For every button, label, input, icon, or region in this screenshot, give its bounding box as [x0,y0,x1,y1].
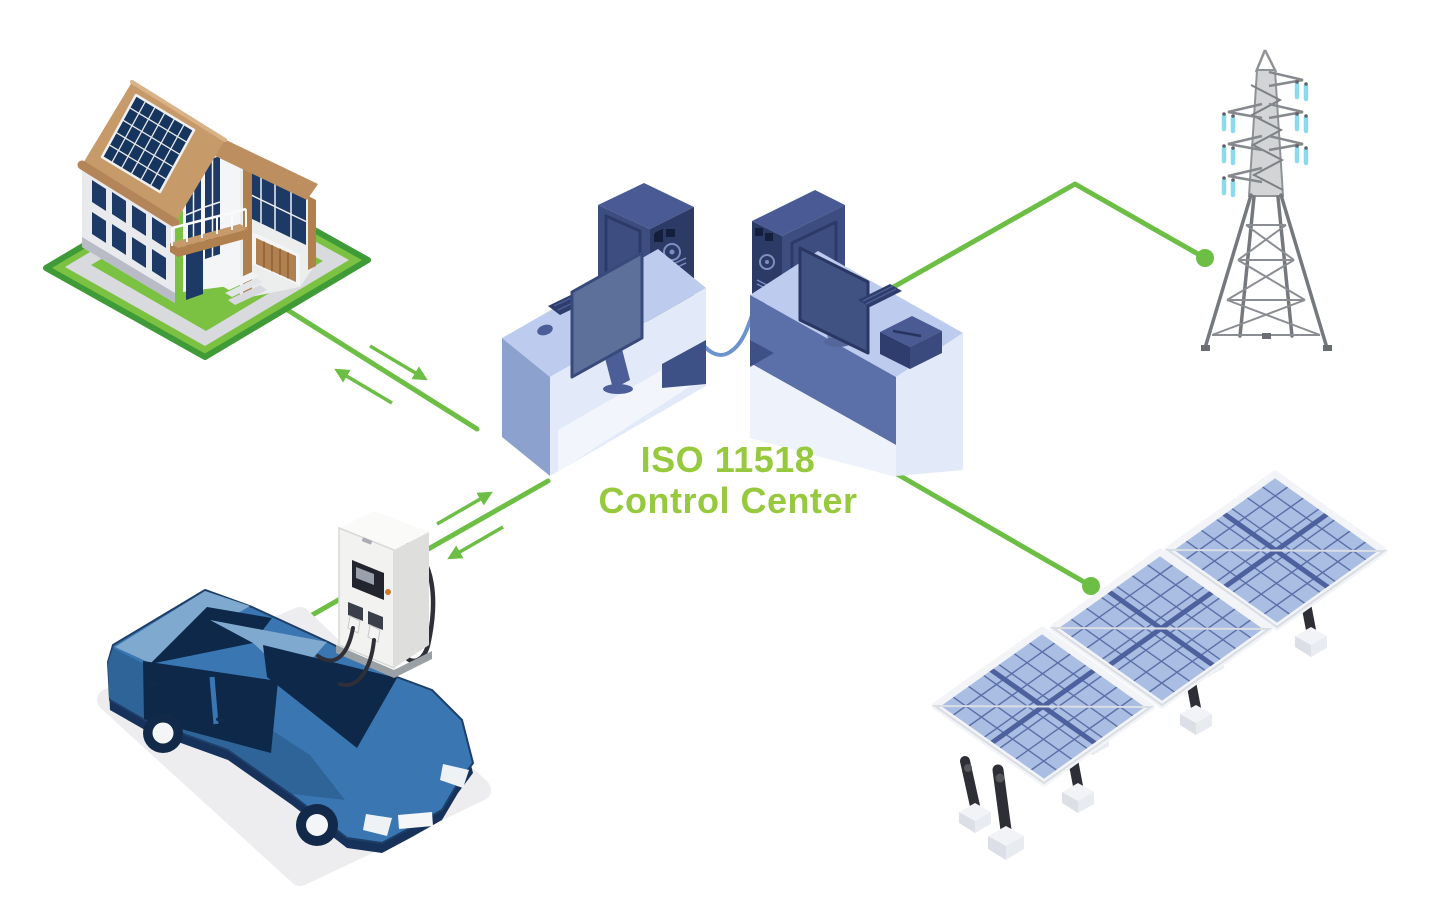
tower-feet [1201,333,1332,351]
right-desk-shadow-notch [750,340,774,367]
car-side-windows [143,661,278,753]
car-headlight-right [440,764,469,788]
connection-control-to-tower [887,181,1208,292]
left-workstation [502,183,760,476]
house-left-wall-base [82,237,175,303]
solar-farm-endpoint-dot [1082,577,1100,595]
charger-plug-cable-2 [338,638,376,688]
charger-plug-cable-1 [316,626,355,663]
connections [283,181,1214,630]
house-balcony [170,207,248,257]
roof-ridge [130,80,227,142]
arrow-ev-upstream [436,491,493,526]
solar-panel-front-long-post [988,764,1024,860]
house-corner-column-right [308,196,316,270]
right-desk-front [750,295,896,445]
arrow-ev-downstream [447,525,504,560]
control-center [502,183,963,477]
rooftop-solar-panel-icon [100,93,196,194]
left-mouse-icon [537,324,553,336]
charger-button [385,589,391,595]
tower-insulator-caps [1222,80,1308,182]
tower-arms-left [1227,102,1263,184]
house-steps [222,272,267,305]
charger-screen [352,560,384,600]
tower-arms-right [1268,70,1304,152]
transmission-tower [1201,49,1332,351]
car-door-handle-front [216,717,226,723]
car-door-handle-rear [149,681,159,687]
roof-eave [77,160,180,228]
right-monitor-icon [798,246,870,355]
tower-braces [1211,224,1321,336]
car-front-wheel [296,804,338,846]
house-big-window [247,170,307,245]
right-workstation [750,190,963,477]
tower-insulators [1221,81,1309,198]
charger-port-2 [367,611,383,643]
car-rear-wheel [143,713,183,753]
left-desk-side [502,338,550,476]
right-desk-side [896,333,963,476]
charger-top [339,511,429,550]
left-desk-shadow-notch [662,340,706,388]
printer-icon [880,316,942,369]
car-license-plate [398,812,433,829]
control-center-label: ISO 11518 Control Center [599,439,858,521]
tower-legs [1203,193,1329,350]
house-balcony-door [186,246,203,300]
garage-door [256,238,296,282]
house-right-roof-band [211,138,318,200]
left-monitor-icon [570,251,644,394]
label-line-1: ISO 11518 [641,439,816,480]
solar-house [43,80,371,360]
car-rear-window [150,607,272,664]
arrow-house-downstream [369,344,428,381]
charger-base [336,645,432,678]
solar-farm [935,474,1384,860]
charger-side [394,532,429,668]
label-line-2: Control Center [599,480,858,521]
charger-logo [361,537,373,545]
house-left-windows [92,180,166,280]
tower-mast [1247,69,1285,197]
ev-charging [97,511,491,886]
tower-endpoint-dot [1196,249,1214,267]
right-keyboard-icon [858,284,902,307]
connection-house-to-control [283,306,480,432]
connection-control-to-solar-farm [894,471,1094,589]
arrow-house-upstream [334,368,393,405]
car-headlight-left [363,814,392,836]
tower-mast-lattice [1249,84,1285,191]
right-desk-recess [750,363,896,477]
charging-station [316,511,436,688]
